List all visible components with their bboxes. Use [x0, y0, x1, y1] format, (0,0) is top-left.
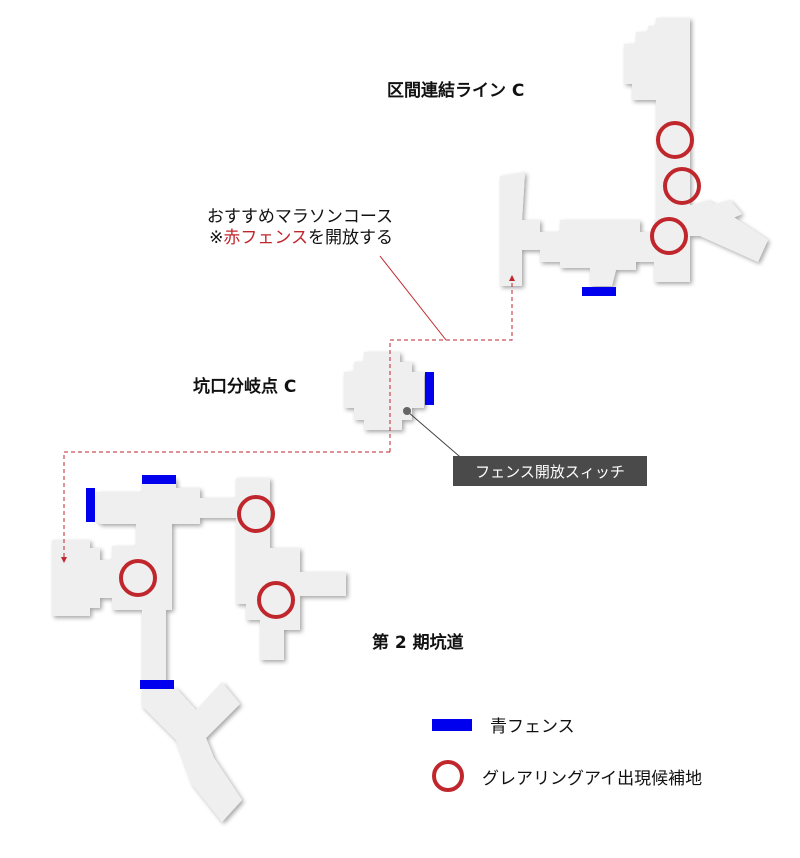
area-tunnel-2: [52, 478, 346, 822]
blue-fence[interactable]: [86, 488, 95, 522]
line-c-branch-notch: [708, 200, 742, 224]
red-rings: [119, 121, 701, 619]
legend-blue-fence-swatch: [432, 718, 472, 731]
area-line-c: [500, 18, 768, 286]
red-ring[interactable]: [656, 121, 694, 159]
route-note-prefix: ※: [209, 228, 224, 248]
note-leader-line: [379, 255, 447, 341]
line-c-vertical-corridor: [624, 18, 690, 240]
legend-blue-fence-label: 青フェンス: [490, 717, 575, 737]
blue-fence[interactable]: [582, 287, 616, 296]
line-c-branch-arm: [682, 200, 768, 262]
tunnel2-y-shaft: [142, 682, 242, 822]
red-ring[interactable]: [119, 559, 157, 597]
route-note-red-word: 赤フェンス: [223, 228, 308, 248]
route-note-line1: おすすめマラソンコース: [206, 207, 393, 227]
tunnel2-left-room: [52, 540, 140, 616]
line-c-hall: [500, 172, 690, 286]
switch-leader-line: [407, 411, 467, 463]
legend-red-ring-label: グレアリングアイ出現候補地: [482, 768, 703, 789]
legend-red-ring-swatch: [432, 760, 464, 792]
legend-red-ring: グレアリングアイ出現候補地: [432, 760, 702, 792]
junction-c-room: [344, 352, 424, 430]
legend-blue-fence: 青フェンス: [432, 712, 575, 737]
route-layer: [61, 275, 515, 563]
area-junction-c: [344, 352, 424, 430]
tunnel2-spine: [136, 520, 172, 686]
label-line-c: 区間連結ライン C: [387, 81, 525, 101]
red-ring[interactable]: [663, 167, 701, 205]
blue-fence[interactable]: [140, 680, 174, 689]
fence-switch-callout: フェンス開放スィッチ: [453, 456, 647, 486]
tunnel2-right-corridor: [236, 478, 346, 660]
label-tunnel-2: 第 2 期坑道: [372, 633, 464, 653]
blue-fence[interactable]: [425, 372, 434, 405]
red-ring[interactable]: [650, 217, 688, 255]
red-ring[interactable]: [257, 581, 295, 619]
route-note-suffix: を開放する: [308, 228, 393, 248]
marathon-route-upper: [389, 275, 515, 452]
tunnel2-top-corridor: [96, 478, 240, 524]
red-ring[interactable]: [237, 495, 275, 533]
blue-fences: [86, 287, 616, 689]
fence-switch-point[interactable]: [403, 407, 411, 415]
route-note: おすすめマラソンコース ※赤フェンスを開放する: [207, 207, 393, 249]
blue-fence[interactable]: [142, 475, 176, 484]
marathon-route-lower: [61, 451, 390, 563]
label-junction-c: 坑口分岐点 C: [193, 377, 297, 397]
route-note-line2: ※赤フェンスを開放する: [207, 228, 393, 249]
